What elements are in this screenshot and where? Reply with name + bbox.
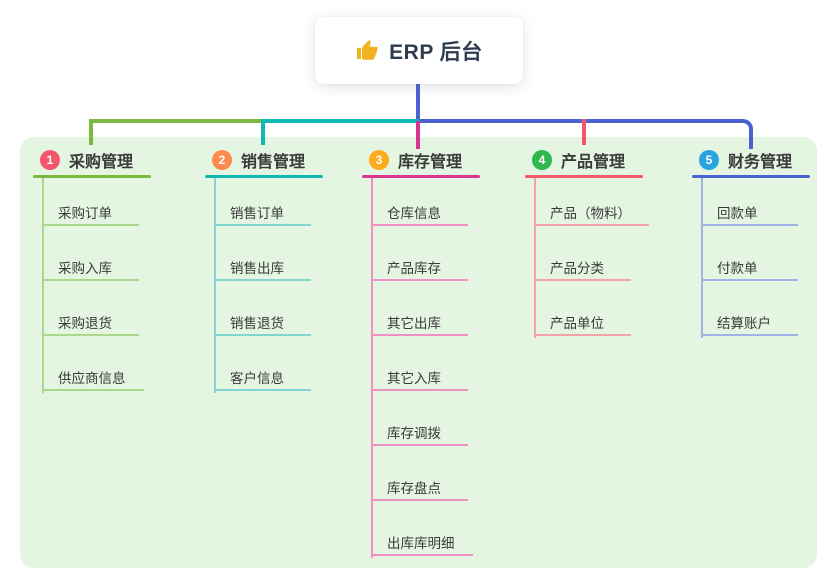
- node-label: 产品库存: [387, 261, 441, 276]
- tree-node[interactable]: 供应商信息: [42, 367, 144, 391]
- node-label: 结算账户: [717, 316, 771, 331]
- tree-node[interactable]: 产品库存: [371, 257, 468, 281]
- node-label: 仓库信息: [387, 206, 441, 221]
- tree-node[interactable]: 仓库信息: [371, 202, 468, 226]
- branch-header[interactable]: 5 财务管理: [699, 148, 792, 172]
- tree-node[interactable]: 客户信息: [214, 367, 311, 391]
- tree-node[interactable]: 采购订单: [42, 202, 139, 226]
- branch-children-connector: [534, 178, 536, 338]
- node-label: 库存调拨: [387, 426, 441, 441]
- branch-number-badge: 3: [369, 150, 389, 170]
- tree-node[interactable]: 销售出库: [214, 257, 311, 281]
- tree-node[interactable]: 库存调拨: [371, 422, 468, 446]
- branch-number-badge: 1: [40, 150, 60, 170]
- tree-node[interactable]: 产品分类: [534, 257, 631, 281]
- node-label: 产品分类: [550, 261, 604, 276]
- node-label: 库存盘点: [387, 481, 441, 496]
- branch3-drop-connector: [416, 121, 420, 149]
- branch-number-badge: 5: [699, 150, 719, 170]
- branch-children-connector: [701, 178, 703, 338]
- node-label: 其它出库: [387, 316, 441, 331]
- root-node[interactable]: ERP 后台: [315, 17, 523, 84]
- bus-segment-green: [89, 119, 263, 123]
- tree-node[interactable]: 出库库明细: [371, 532, 473, 556]
- tree-node[interactable]: 产品（物料）: [534, 202, 649, 226]
- branch-header[interactable]: 3 库存管理: [369, 148, 462, 172]
- tree-node[interactable]: 其它出库: [371, 312, 468, 336]
- node-label: 采购订单: [58, 206, 112, 221]
- branch-title: 财务管理: [728, 154, 793, 171]
- branch-children-connector: [371, 178, 373, 558]
- branch-children-connector: [42, 178, 44, 393]
- branch-underline: [205, 175, 323, 178]
- root-node-title: ERP 后台: [389, 40, 483, 64]
- branch-title: 采购管理: [69, 154, 134, 171]
- tree-node[interactable]: 采购退货: [42, 312, 139, 336]
- node-label: 采购退货: [58, 316, 112, 331]
- branch-header[interactable]: 2 销售管理: [212, 148, 305, 172]
- tree-node[interactable]: 销售订单: [214, 202, 311, 226]
- node-label: 产品（物料）: [550, 206, 631, 221]
- branches-background-panel: [20, 137, 817, 568]
- node-label: 产品单位: [550, 316, 604, 331]
- node-label: 供应商信息: [58, 371, 126, 386]
- branch-title: 库存管理: [398, 154, 463, 171]
- tree-node[interactable]: 销售退货: [214, 312, 311, 336]
- node-label: 采购入库: [58, 261, 112, 276]
- branch1-drop-connector: [89, 119, 93, 145]
- branch-number-badge: 4: [532, 150, 552, 170]
- node-label: 销售退货: [230, 316, 284, 331]
- branch-underline: [362, 175, 480, 178]
- thumbs-up-icon: [357, 39, 379, 60]
- node-label: 客户信息: [230, 371, 284, 386]
- bus-segment-teal: [263, 119, 419, 123]
- branch4-drop-connector: [582, 119, 586, 145]
- root-stem-connector: [416, 84, 420, 121]
- node-label: 回款单: [717, 206, 758, 221]
- tree-node[interactable]: 产品单位: [534, 312, 631, 336]
- tree-node[interactable]: 采购入库: [42, 257, 139, 281]
- branch-underline: [525, 175, 643, 178]
- bus-segment-blue: [419, 119, 753, 149]
- branch-header[interactable]: 1 采购管理: [40, 148, 133, 172]
- node-label: 销售出库: [230, 261, 284, 276]
- branch-underline: [692, 175, 810, 178]
- branch-children-connector: [214, 178, 216, 393]
- branch-underline: [33, 175, 151, 178]
- tree-node[interactable]: 其它入库: [371, 367, 468, 391]
- tree-node[interactable]: 结算账户: [701, 312, 798, 336]
- branch-title: 销售管理: [241, 154, 306, 171]
- node-label: 其它入库: [387, 371, 441, 386]
- node-label: 销售订单: [230, 206, 284, 221]
- branch-title: 产品管理: [561, 154, 626, 171]
- node-label: 出库库明细: [387, 536, 455, 551]
- tree-node[interactable]: 库存盘点: [371, 477, 468, 501]
- branch-header[interactable]: 4 产品管理: [532, 148, 625, 172]
- branch-number-badge: 2: [212, 150, 232, 170]
- node-label: 付款单: [717, 261, 758, 276]
- tree-node[interactable]: 付款单: [701, 257, 798, 281]
- tree-node[interactable]: 回款单: [701, 202, 798, 226]
- branch2-drop-connector: [261, 119, 265, 145]
